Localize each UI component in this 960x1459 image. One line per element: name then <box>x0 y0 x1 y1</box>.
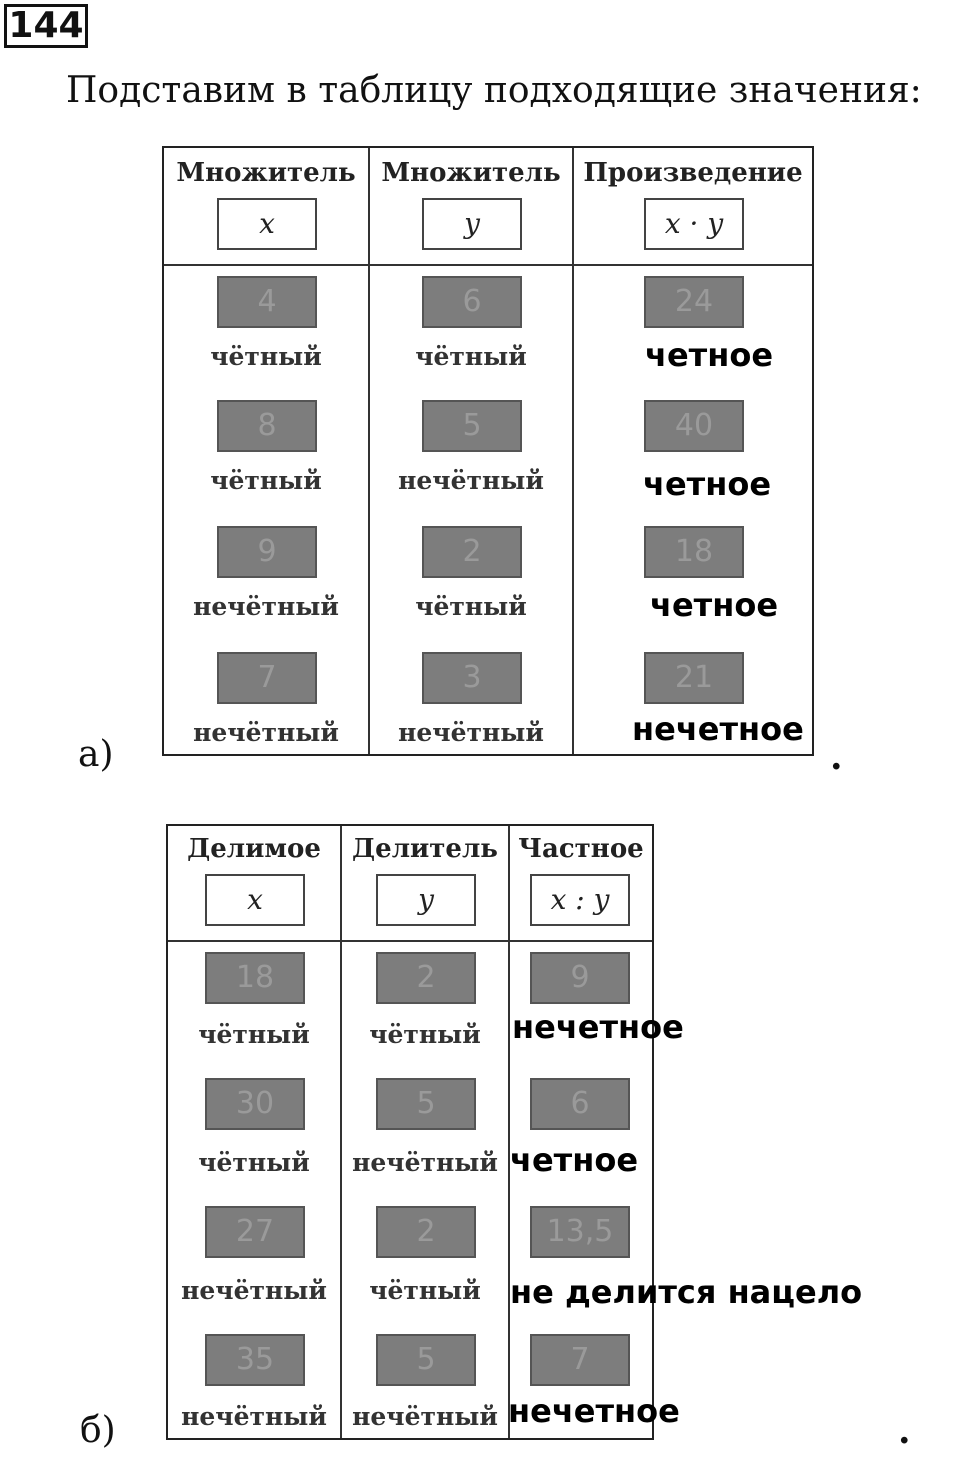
value-cell: 35 <box>205 1334 305 1386</box>
variable-box: x : y <box>530 874 630 926</box>
intro-text: Подставим в таблицу подходящие значения: <box>66 70 922 111</box>
variable-box: y <box>422 198 522 250</box>
variable-box: y <box>376 874 476 926</box>
column-title: Делимое <box>187 834 321 864</box>
table-b-col-y: Делитель y 2 чётный 5 нечётный 2 чётный … <box>342 826 510 1438</box>
value-cell: 2 <box>376 1206 476 1258</box>
table-a-col-y: Множитель y 6 чётный 5 нечётный 2 чётный… <box>370 148 574 754</box>
parity-label: чётный <box>369 1276 481 1305</box>
value-cell: 27 <box>205 1206 305 1258</box>
value-cell: 9 <box>217 526 317 578</box>
parity-label: нечётный <box>193 592 339 621</box>
answer-text: четное <box>510 1141 639 1179</box>
parity-label: нечётный <box>398 718 544 747</box>
column-title: Множитель <box>176 158 356 188</box>
table-a-header-divider <box>164 264 812 266</box>
value-cell: 2 <box>422 526 522 578</box>
value-cell: 13,5 <box>530 1206 630 1258</box>
parity-label: нечётный <box>352 1148 498 1177</box>
value-cell: 8 <box>217 400 317 452</box>
value-cell: 18 <box>644 526 744 578</box>
column-title: Частное <box>518 834 644 864</box>
table-b-header-divider <box>168 940 652 942</box>
parity-label: нечётный <box>352 1402 498 1431</box>
value-cell: 40 <box>644 400 744 452</box>
answer-text: нечетное <box>632 710 804 748</box>
value-cell: 5 <box>422 400 522 452</box>
part-a-label: а) <box>78 734 114 775</box>
parity-label: чётный <box>415 592 527 621</box>
parity-label: чётный <box>198 1148 310 1177</box>
column-title: Множитель <box>381 158 561 188</box>
parity-label: нечётный <box>181 1402 327 1431</box>
part-b-label: б) <box>80 1410 116 1451</box>
table-a-col-x: Множитель x 4 чётный 8 чётный 9 нечётный… <box>164 148 370 754</box>
end-mark: . <box>830 736 843 778</box>
value-cell: 7 <box>217 652 317 704</box>
value-cell: 21 <box>644 652 744 704</box>
answer-text: не делится нацело <box>510 1273 863 1311</box>
variable-box: x <box>205 874 305 926</box>
answer-text: нечетное <box>508 1392 680 1430</box>
table-b: Делимое x 18 чётный 30 чётный 27 нечётны… <box>166 824 654 1440</box>
answer-text: четное <box>650 586 779 624</box>
value-cell: 6 <box>530 1078 630 1130</box>
value-cell: 4 <box>217 276 317 328</box>
parity-label: нечётный <box>193 718 339 747</box>
parity-label: нечётный <box>398 466 544 495</box>
answer-text: четное <box>645 336 774 374</box>
parity-label: чётный <box>369 1020 481 1049</box>
column-title: Делитель <box>352 834 498 864</box>
parity-label: чётный <box>210 466 322 495</box>
variable-box: x <box>217 198 317 250</box>
answer-text: нечетное <box>512 1008 684 1046</box>
value-cell: 30 <box>205 1078 305 1130</box>
parity-label: чётный <box>210 342 322 371</box>
table-b-col-x: Делимое x 18 чётный 30 чётный 27 нечётны… <box>168 826 342 1438</box>
task-number: 144 <box>4 4 88 48</box>
value-cell: 9 <box>530 952 630 1004</box>
table-a-col-result: Произведение x · y 24 40 18 21 <box>574 148 812 754</box>
value-cell: 3 <box>422 652 522 704</box>
value-cell: 2 <box>376 952 476 1004</box>
table-a: Множитель x 4 чётный 8 чётный 9 нечётный… <box>162 146 814 756</box>
parity-label: чётный <box>198 1020 310 1049</box>
variable-box: x · y <box>644 198 744 250</box>
value-cell: 5 <box>376 1078 476 1130</box>
value-cell: 24 <box>644 276 744 328</box>
value-cell: 7 <box>530 1334 630 1386</box>
value-cell: 5 <box>376 1334 476 1386</box>
parity-label: чётный <box>415 342 527 371</box>
column-title: Произведение <box>583 158 803 188</box>
table-b-col-result: Частное x : y 9 6 13,5 7 <box>510 826 652 1438</box>
answer-text: четное <box>643 465 772 503</box>
end-mark: . <box>898 1410 911 1452</box>
parity-label: нечётный <box>181 1276 327 1305</box>
value-cell: 6 <box>422 276 522 328</box>
value-cell: 18 <box>205 952 305 1004</box>
